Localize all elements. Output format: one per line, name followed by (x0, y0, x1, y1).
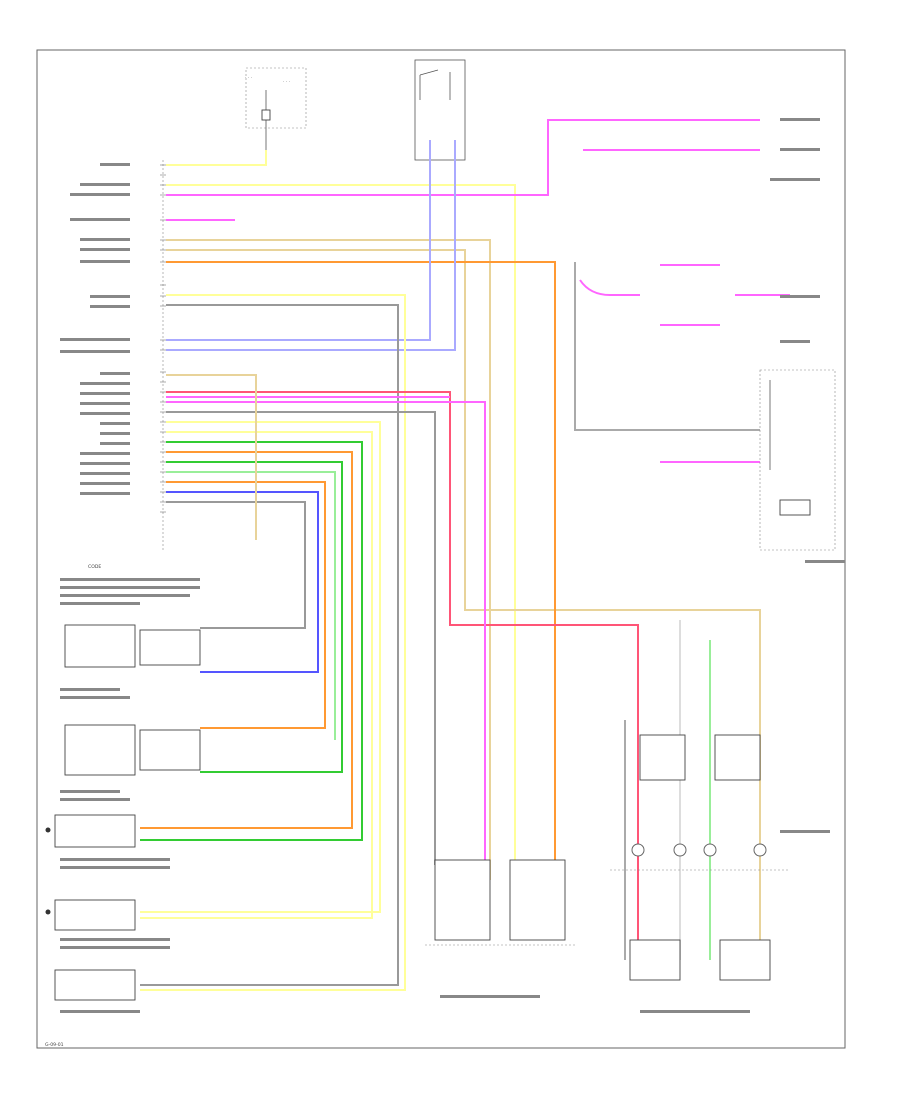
pretensioner-left (425, 859, 575, 946)
inflator-module-1 (45, 814, 136, 848)
svg-text:. . .: . . . (245, 75, 252, 80)
right-pink-module (759, 369, 836, 551)
footer-label: G-09-01 (45, 1042, 64, 1048)
label-dots (60, 118, 845, 1013)
driver-side-impact-module (64, 624, 201, 668)
wire-harness (140, 119, 790, 991)
svg-text:. . .: . . . (283, 79, 290, 84)
connector-pin-ticks (160, 164, 166, 513)
passenger-side-impact-module (64, 724, 201, 776)
logo-text: CODE (88, 564, 101, 570)
seat-position-sensor (414, 59, 466, 161)
diagram-frame (36, 49, 846, 1049)
roof-rail-module (610, 734, 790, 981)
inflator-module-3 (54, 969, 136, 1001)
inflator-module-2 (45, 899, 136, 931)
top-left-fuse-block: . . . . . . (245, 67, 307, 163)
